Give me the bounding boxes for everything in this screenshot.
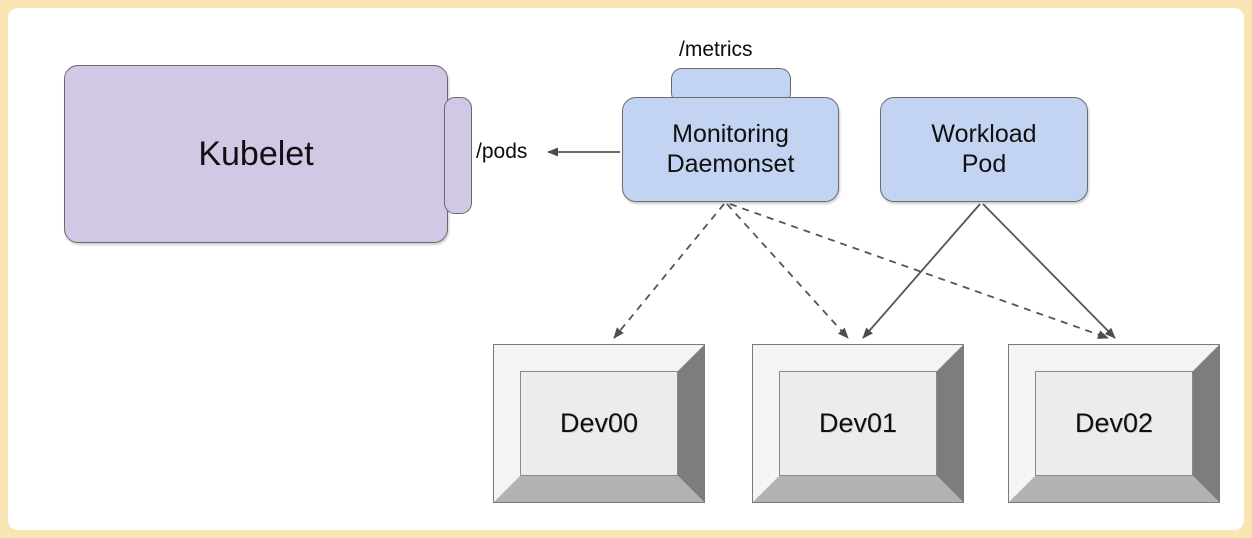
- dev02-bevel-bottom: [1009, 476, 1219, 502]
- dev00-bevel-right: [678, 345, 704, 502]
- node-workload-pod-label-line1: Workload: [931, 120, 1037, 148]
- diagram-surface: Kubelet /pods /metrics Monitoring Daemon…: [8, 8, 1244, 530]
- edge-daemonset-to-dev02: [729, 203, 1109, 339]
- edge-workload-to-dev01: [862, 203, 981, 339]
- node-monitoring-daemonset[interactable]: Monitoring Daemonset: [622, 97, 839, 202]
- dev01-bevel-left: [753, 345, 779, 502]
- node-dev01-label: Dev01: [818, 408, 898, 438]
- node-monitoring-daemonset-label-line2: Daemonset: [666, 149, 795, 178]
- node-workload-pod[interactable]: Workload Pod: [880, 97, 1088, 202]
- node-workload-pod-label-line2: Pod: [961, 149, 1007, 178]
- edge-daemonset-to-dev00: [613, 203, 725, 339]
- node-kubelet-label: Kubelet: [198, 134, 314, 173]
- dev00-bevel-top: [494, 345, 704, 371]
- endpoint-label-pods: /pods: [476, 140, 528, 163]
- edge-workload-to-dev02: [982, 203, 1116, 339]
- node-dev02[interactable]: Dev02: [1008, 344, 1220, 503]
- dev00-bevel-left: [494, 345, 520, 502]
- node-dev02-label: Dev02: [1074, 408, 1154, 438]
- dev00-bevel-bottom: [494, 476, 704, 502]
- dev01-face: Dev01: [779, 371, 937, 476]
- endpoint-label-metrics: /metrics: [679, 38, 753, 61]
- endpoint-tab-pods[interactable]: [444, 97, 472, 214]
- edge-daemonset-to-dev01: [726, 203, 849, 339]
- node-dev00[interactable]: Dev00: [493, 344, 705, 503]
- dev02-bevel-left: [1009, 345, 1035, 502]
- node-monitoring-daemonset-label-line1: Monitoring: [672, 120, 789, 148]
- node-dev01[interactable]: Dev01: [752, 344, 964, 503]
- dev02-bevel-top: [1009, 345, 1219, 371]
- dev02-bevel-right: [1193, 345, 1219, 502]
- dev01-bevel-bottom: [753, 476, 963, 502]
- node-dev00-label: Dev00: [559, 408, 639, 438]
- dev00-face: Dev00: [520, 371, 678, 476]
- dev01-bevel-right: [937, 345, 963, 502]
- dev01-bevel-top: [753, 345, 963, 371]
- node-kubelet[interactable]: Kubelet: [64, 65, 448, 243]
- dev02-face: Dev02: [1035, 371, 1193, 476]
